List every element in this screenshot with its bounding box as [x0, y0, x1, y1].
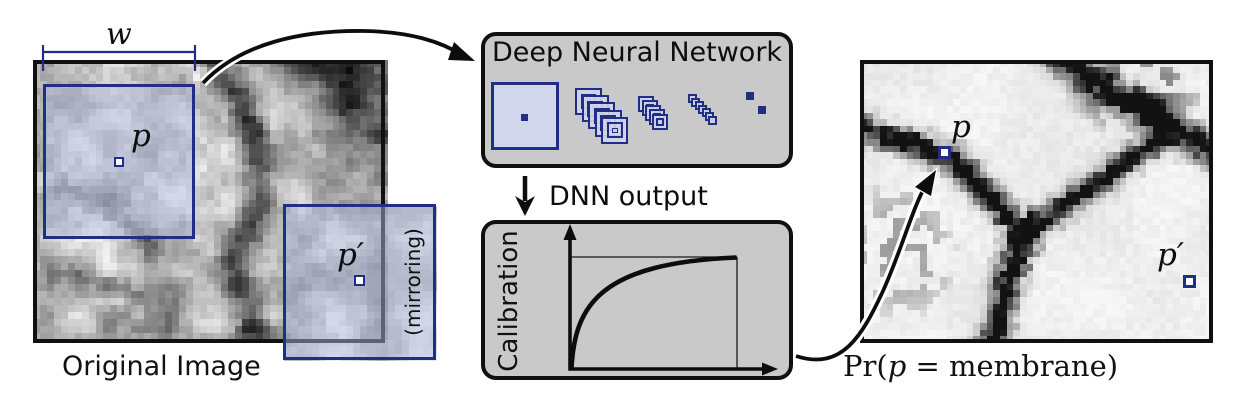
original-image-caption: Original Image: [62, 351, 261, 382]
point-p-marker: [114, 157, 124, 167]
output-point-p-prime-label: p′: [1157, 237, 1184, 273]
probability-caption-var: p: [887, 349, 907, 383]
feature-map-inner-square: [607, 122, 623, 139]
feature-map-stack-small-icon: [708, 115, 718, 125]
input-patch-icon: [491, 82, 559, 150]
probability-caption: Pr(p = membrane): [843, 349, 1118, 383]
point-p-prime-marker: [354, 275, 365, 286]
probability-map-frame: [860, 60, 1213, 343]
mirroring-label: (mirroring): [401, 228, 425, 336]
feature-map-inner-square: [656, 117, 665, 126]
feature-map-stack-medium-icon: [652, 113, 669, 130]
output-point-p-prime-marker: [1183, 275, 1196, 288]
dnn-box-title: Deep Neural Network: [491, 37, 783, 68]
feature-map-inner-square: [612, 127, 618, 134]
window-width-label: w: [106, 17, 132, 52]
dnn-output-label: DNN output: [549, 181, 708, 212]
feature-map-stack-large-icon: [601, 116, 629, 144]
input-center-pixel-dot: [521, 114, 528, 121]
calibration-box: [481, 220, 793, 380]
output-unit-dot-1: [746, 92, 754, 100]
arrow-dnn-to-calibration: [515, 176, 535, 216]
output-unit-dot-2: [758, 106, 766, 114]
point-p-label: p: [131, 118, 151, 154]
point-p-prime-label: p′: [337, 237, 364, 273]
output-point-p-label: p: [951, 109, 971, 145]
original-image-texture: [33, 60, 437, 361]
probability-caption-prefix: Pr(: [843, 349, 888, 383]
probability-caption-suffix: = membrane): [906, 349, 1119, 383]
calibration-label: Calibration: [494, 230, 524, 372]
output-point-p-marker: [938, 146, 951, 159]
